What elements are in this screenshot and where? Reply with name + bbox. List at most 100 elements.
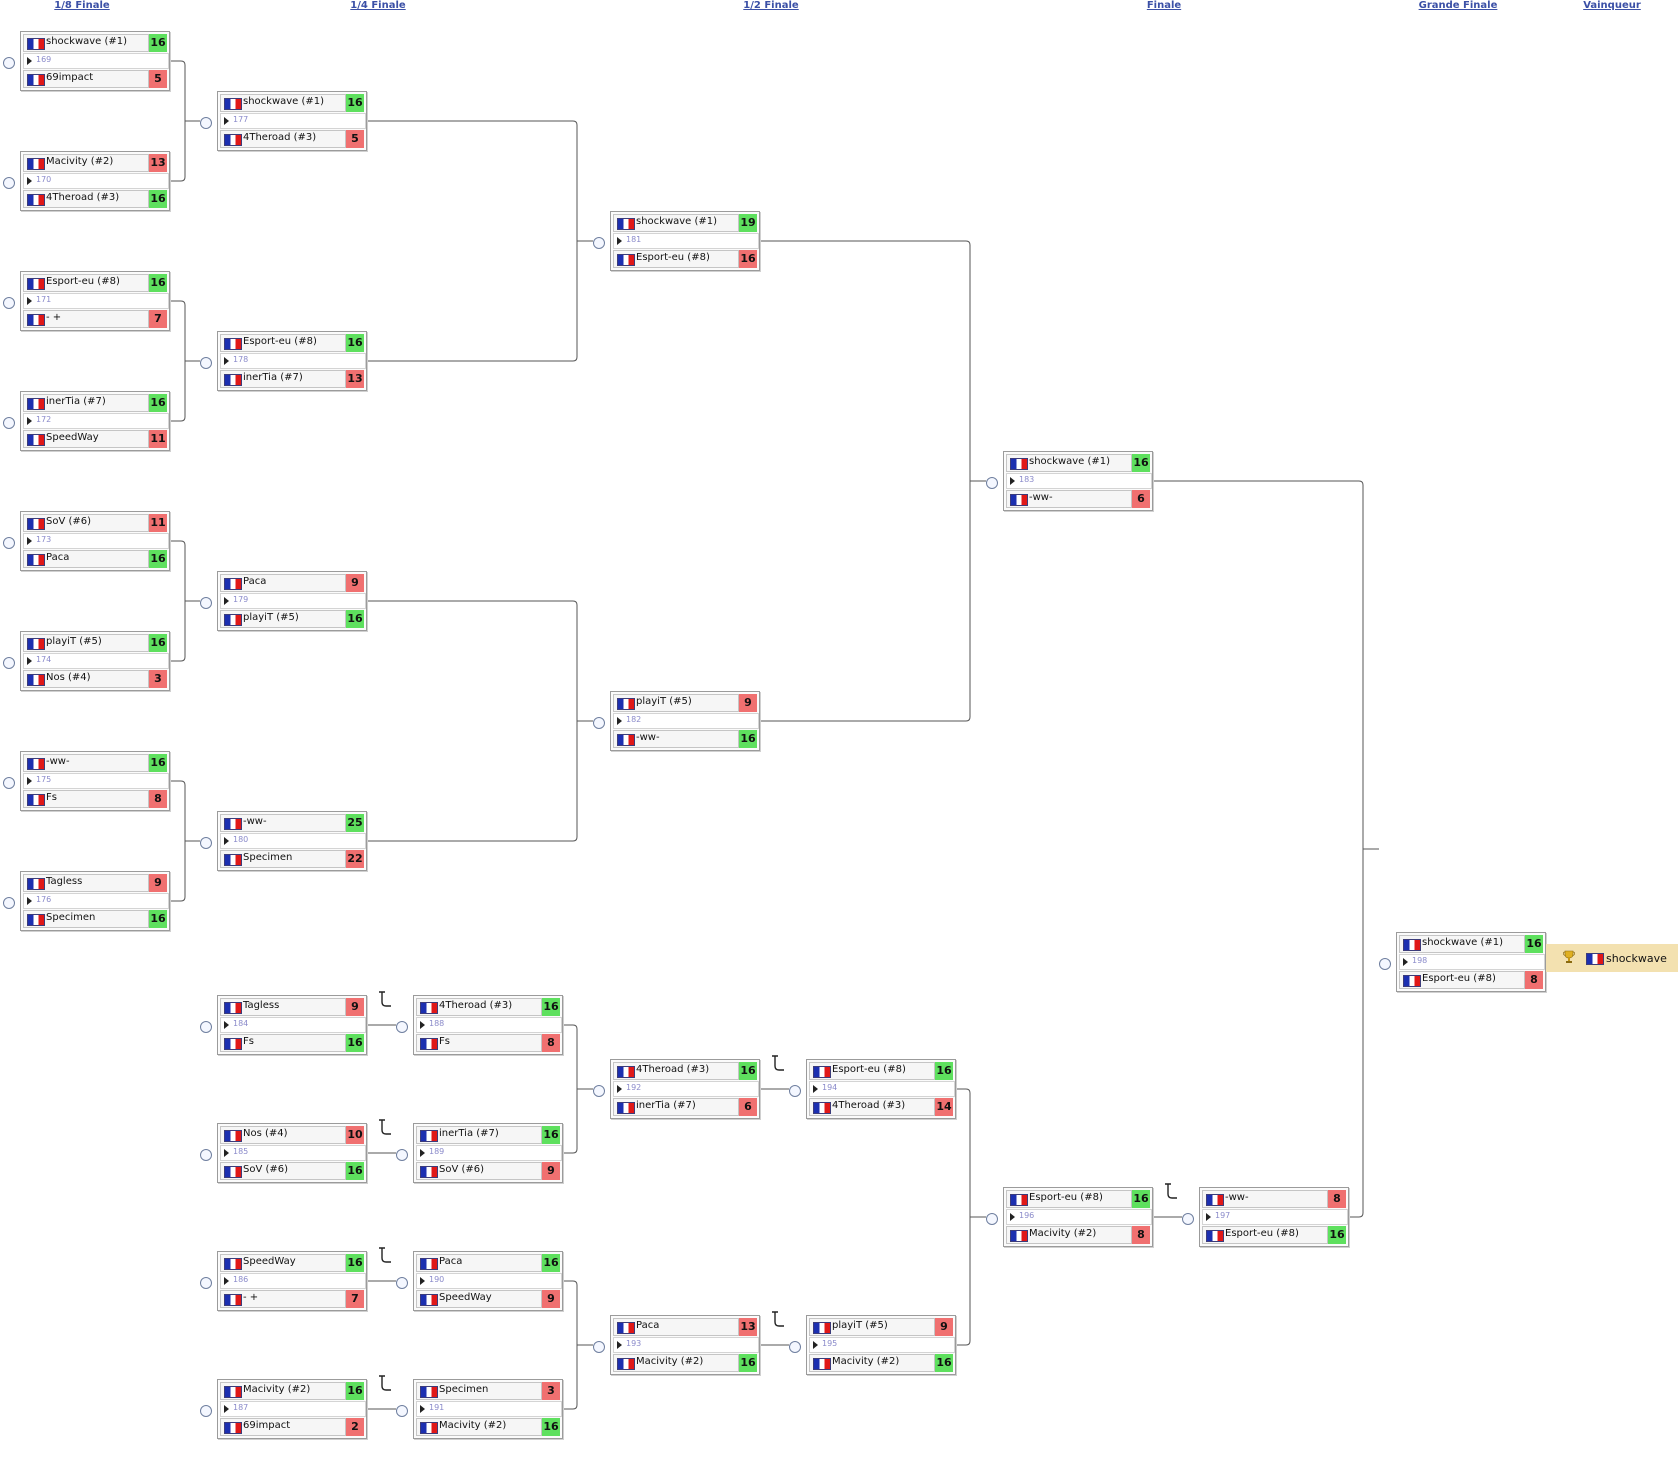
team-slot[interactable]: Paca <box>220 574 346 592</box>
team-slot[interactable]: Esport-eu (#8) <box>1006 1190 1132 1208</box>
match-details-toggle[interactable]: 169 <box>23 53 169 69</box>
hook-icon[interactable] <box>377 991 393 1007</box>
match-details-toggle[interactable]: 178 <box>220 353 366 369</box>
team-slot[interactable]: Paca <box>416 1254 542 1272</box>
team-slot[interactable]: SpeedWay <box>220 1254 346 1272</box>
team-slot[interactable]: Macivity (#2) <box>809 1354 935 1372</box>
team-slot[interactable]: Macivity (#2) <box>1006 1226 1132 1244</box>
team-slot[interactable]: Esport-eu (#8) <box>809 1062 935 1080</box>
round-header-1-4[interactable]: 1/4 Finale <box>350 0 406 11</box>
team-slot[interactable]: shockwave (#1) <box>1006 454 1132 472</box>
team-slot[interactable]: inerTia (#7) <box>220 370 346 388</box>
team-slot[interactable]: Specimen <box>23 910 149 928</box>
team-slot[interactable]: Tagless <box>23 874 149 892</box>
match-node-circle-icon[interactable] <box>3 417 15 429</box>
match-node-circle-icon[interactable] <box>593 717 605 729</box>
team-slot[interactable]: Paca <box>23 550 149 568</box>
team-slot[interactable]: 69impact <box>220 1418 346 1436</box>
match-node-circle-icon[interactable] <box>789 1085 801 1097</box>
team-slot[interactable]: shockwave (#1) <box>220 94 346 112</box>
match-node-circle-icon[interactable] <box>986 1213 998 1225</box>
team-slot[interactable]: playiT (#5) <box>809 1318 935 1336</box>
team-slot[interactable]: 4Theroad (#3) <box>220 130 346 148</box>
match-node-circle-icon[interactable] <box>789 1341 801 1353</box>
round-header-vainqueur[interactable]: Vainqueur <box>1583 0 1641 11</box>
team-slot[interactable]: Esport-eu (#8) <box>613 250 739 268</box>
match-details-toggle[interactable]: 197 <box>1202 1209 1348 1225</box>
team-slot[interactable]: Macivity (#2) <box>613 1354 739 1372</box>
team-slot[interactable]: SpeedWay <box>416 1290 542 1308</box>
team-slot[interactable]: -ww- <box>1202 1190 1328 1208</box>
match-details-toggle[interactable]: 190 <box>416 1273 562 1289</box>
team-slot[interactable]: 4Theroad (#3) <box>809 1098 935 1116</box>
match-details-toggle[interactable]: 177 <box>220 113 366 129</box>
team-slot[interactable]: 4Theroad (#3) <box>416 998 542 1016</box>
hook-icon[interactable] <box>770 1055 786 1071</box>
team-slot[interactable]: -ww- <box>613 730 739 748</box>
match-node-circle-icon[interactable] <box>3 57 15 69</box>
match-details-toggle[interactable]: 170 <box>23 173 169 189</box>
team-slot[interactable]: Macivity (#2) <box>416 1418 542 1436</box>
match-details-toggle[interactable]: 184 <box>220 1017 366 1033</box>
match-node-circle-icon[interactable] <box>1182 1213 1194 1225</box>
match-node-circle-icon[interactable] <box>200 1149 212 1161</box>
hook-icon[interactable] <box>770 1311 786 1327</box>
match-node-circle-icon[interactable] <box>593 1341 605 1353</box>
match-details-toggle[interactable]: 186 <box>220 1273 366 1289</box>
match-node-circle-icon[interactable] <box>3 537 15 549</box>
match-details-toggle[interactable]: 179 <box>220 593 366 609</box>
team-slot[interactable]: Macivity (#2) <box>220 1382 346 1400</box>
match-details-toggle[interactable]: 188 <box>416 1017 562 1033</box>
team-slot[interactable]: Esport-eu (#8) <box>1202 1226 1328 1244</box>
match-node-circle-icon[interactable] <box>200 837 212 849</box>
hook-icon[interactable] <box>377 1119 393 1135</box>
match-node-circle-icon[interactable] <box>3 777 15 789</box>
round-header-1-2[interactable]: 1/2 Finale <box>743 0 799 11</box>
team-slot[interactable]: Esport-eu (#8) <box>23 274 149 292</box>
team-slot[interactable]: 4Theroad (#3) <box>23 190 149 208</box>
match-details-toggle[interactable]: 172 <box>23 413 169 429</box>
match-node-circle-icon[interactable] <box>396 1405 408 1417</box>
team-slot[interactable]: Specimen <box>416 1382 542 1400</box>
round-header-finale[interactable]: Finale <box>1146 0 1182 11</box>
team-slot[interactable]: Specimen <box>220 850 346 868</box>
team-slot[interactable]: 4Theroad (#3) <box>613 1062 739 1080</box>
team-slot[interactable]: Fs <box>23 790 149 808</box>
match-node-circle-icon[interactable] <box>200 1405 212 1417</box>
match-details-toggle[interactable]: 194 <box>809 1081 955 1097</box>
match-details-toggle[interactable]: 198 <box>1399 954 1545 970</box>
match-details-toggle[interactable]: 191 <box>416 1401 562 1417</box>
match-node-circle-icon[interactable] <box>3 657 15 669</box>
match-details-toggle[interactable]: 173 <box>23 533 169 549</box>
team-slot[interactable]: playiT (#5) <box>613 694 739 712</box>
match-details-toggle[interactable]: 174 <box>23 653 169 669</box>
team-slot[interactable]: inerTia (#7) <box>416 1126 542 1144</box>
team-slot[interactable]: SoV (#6) <box>220 1162 346 1180</box>
team-slot[interactable]: Fs <box>416 1034 542 1052</box>
hook-icon[interactable] <box>377 1375 393 1391</box>
team-slot[interactable]: Paca <box>613 1318 739 1336</box>
team-slot[interactable]: Macivity (#2) <box>23 154 149 172</box>
match-node-circle-icon[interactable] <box>200 357 212 369</box>
match-node-circle-icon[interactable] <box>3 897 15 909</box>
round-header-grande-finale[interactable]: Grande Finale <box>1418 0 1498 11</box>
match-details-toggle[interactable]: 189 <box>416 1145 562 1161</box>
team-slot[interactable]: shockwave (#1) <box>23 34 149 52</box>
team-slot[interactable]: -ww- <box>220 814 346 832</box>
team-slot[interactable]: playiT (#5) <box>220 610 346 628</box>
match-details-toggle[interactable]: 182 <box>613 713 759 729</box>
team-slot[interactable]: - + <box>23 310 149 328</box>
team-slot[interactable]: 69impact <box>23 70 149 88</box>
match-node-circle-icon[interactable] <box>396 1021 408 1033</box>
hook-icon[interactable] <box>377 1247 393 1263</box>
match-details-toggle[interactable]: 175 <box>23 773 169 789</box>
match-details-toggle[interactable]: 181 <box>613 233 759 249</box>
team-slot[interactable]: Nos (#4) <box>220 1126 346 1144</box>
team-slot[interactable]: inerTia (#7) <box>613 1098 739 1116</box>
match-details-toggle[interactable]: 192 <box>613 1081 759 1097</box>
team-slot[interactable]: SoV (#6) <box>23 514 149 532</box>
team-slot[interactable]: Esport-eu (#8) <box>1399 971 1525 989</box>
match-node-circle-icon[interactable] <box>200 117 212 129</box>
match-details-toggle[interactable]: 180 <box>220 833 366 849</box>
match-node-circle-icon[interactable] <box>593 1085 605 1097</box>
